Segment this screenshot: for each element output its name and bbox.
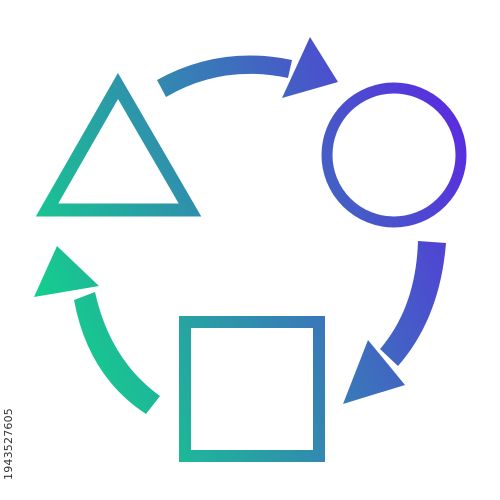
square-shape [179,316,325,462]
stock-id-watermark: 1943527605 [2,408,15,480]
arrow-top-icon [157,37,338,98]
arrow-left-icon [34,246,160,414]
triangle-shape [35,72,202,217]
circle-shape [321,82,467,228]
arrow-right-icon [343,241,446,404]
